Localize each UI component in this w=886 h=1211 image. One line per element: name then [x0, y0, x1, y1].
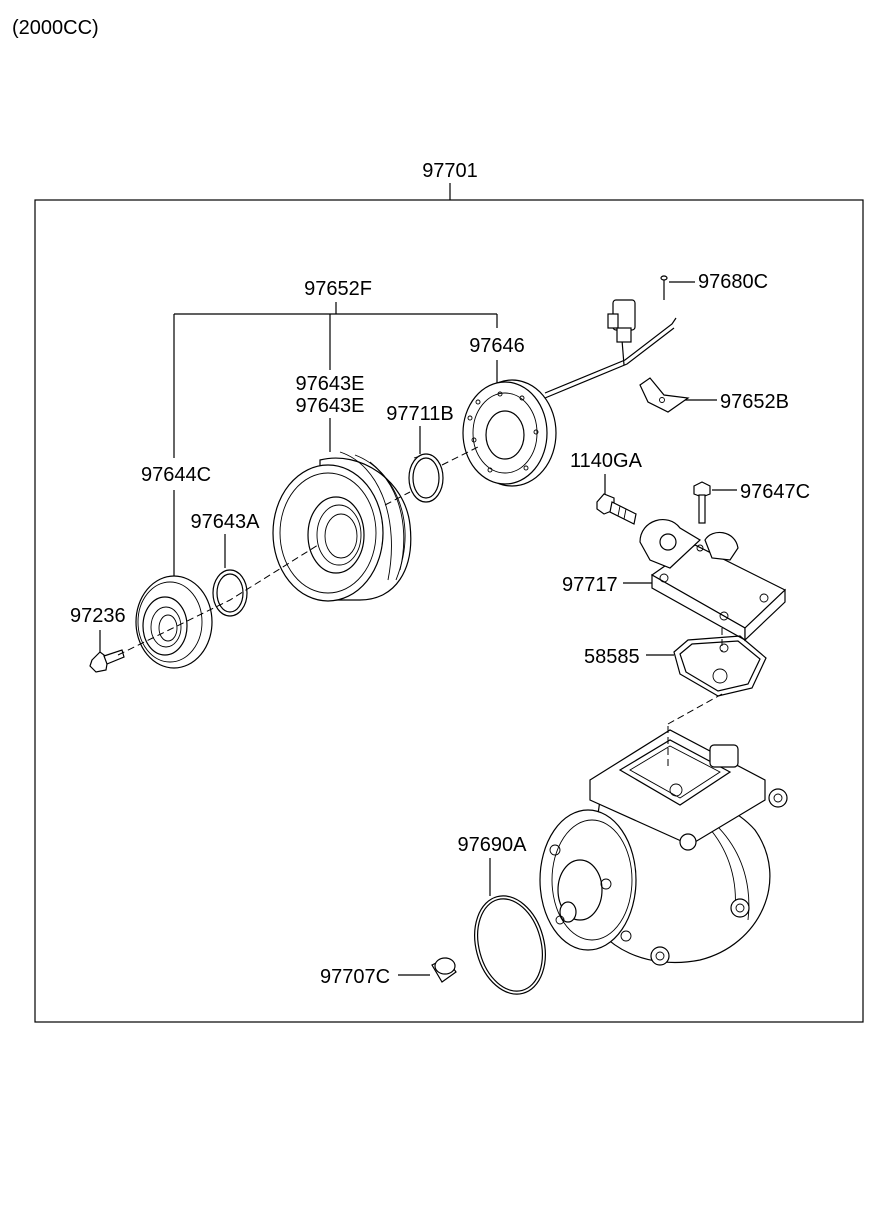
clutch-hub-part: [135, 575, 213, 669]
assembly-number-label: 97701: [422, 160, 478, 182]
label-97652B: 97652B: [720, 391, 789, 413]
label-97652F: 97652F: [304, 278, 372, 300]
label-58585: 58585: [584, 646, 640, 668]
field-coil-part: [462, 379, 557, 487]
pulley-snap-ring-part: [212, 569, 248, 617]
shaft-axis-line-2: [384, 491, 411, 506]
coil-lead-wire: [544, 299, 677, 399]
label-97647C: 97647C: [740, 481, 810, 503]
clutch-assembly-bracket: [173, 302, 498, 458]
hub-bolt-part: [89, 649, 125, 673]
pulley-part: [272, 451, 412, 602]
compressor-body-part: [539, 729, 788, 966]
rear-cover-part: [639, 519, 787, 642]
coil-snap-ring-part: [408, 453, 444, 503]
label-97717: 97717: [562, 574, 618, 596]
bracket-screw-part: [660, 275, 668, 300]
label-97711B: 97711B: [386, 403, 453, 425]
label-97236: 97236: [70, 605, 126, 627]
label-97646: 97646: [469, 335, 525, 357]
shaft-axis-line-3: [441, 446, 479, 466]
o-ring-part: [474, 895, 546, 995]
engine-variant-label: (2000CC): [12, 17, 99, 39]
valve-bolt-part: [693, 481, 711, 524]
shaft-axis-line: [117, 544, 319, 656]
label-97707C: 97707C: [320, 966, 390, 988]
label-97644C: 97644C: [141, 464, 211, 486]
label-97680C: 97680C: [698, 271, 768, 293]
label-97643E-a: 97643E: [296, 373, 365, 395]
lead-bracket-part: [639, 377, 690, 413]
label-97643E-b: 97643E: [296, 395, 365, 417]
label-1140GA: 1140GA: [570, 450, 643, 472]
label-97643A: 97643A: [191, 511, 261, 533]
gasket-part: [673, 635, 767, 697]
assembly-frame: [34, 199, 864, 1023]
label-97690A: 97690A: [458, 834, 528, 856]
cover-bolt-part: [596, 493, 637, 525]
gasket-align-line: [667, 693, 723, 725]
plug-part: [431, 957, 457, 983]
